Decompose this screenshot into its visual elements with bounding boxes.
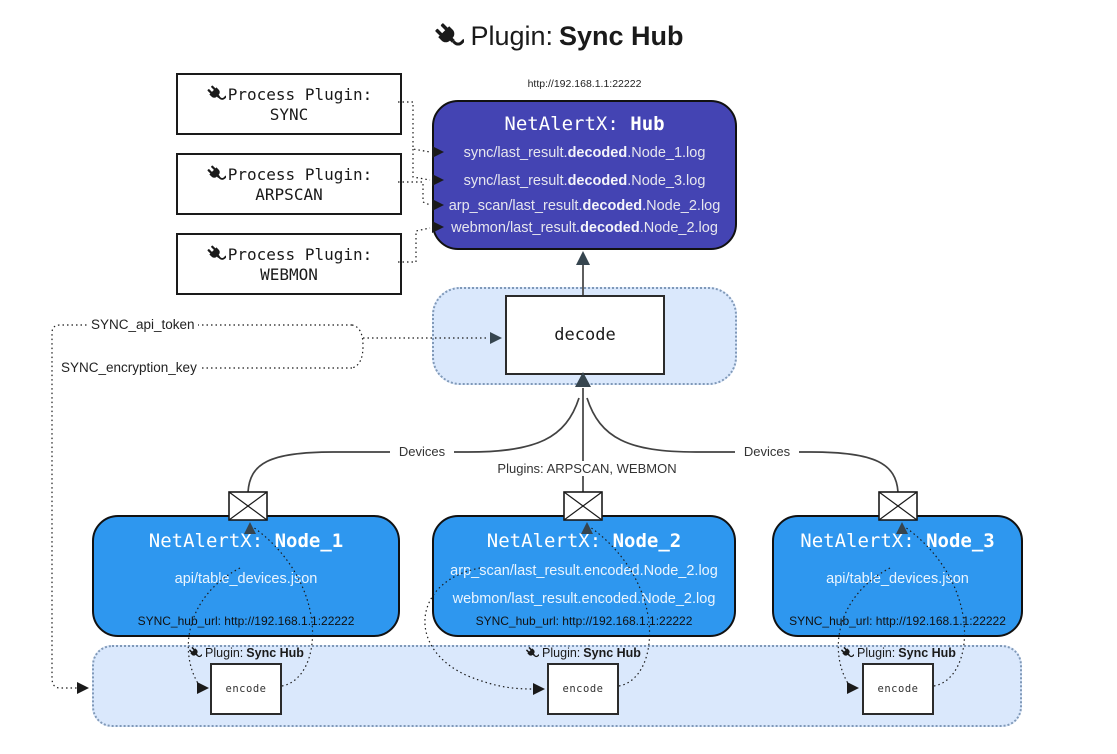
hub-url: http://192.168.1.1:22222 — [527, 78, 642, 90]
hub-log-line: sync/last_result.decoded.Node_3.log — [463, 173, 706, 189]
edge-config-bracket — [351, 324, 364, 369]
plug-icon — [189, 647, 203, 658]
edge-sync-plugin-to-hub-2 — [412, 149, 431, 181]
edge-webmon-plugin-to-hub — [398, 227, 431, 263]
edge-label-plugins: Plugins: ARPSCAN, WEBMON — [494, 461, 680, 476]
process-plugin-name: ARPSCAN — [255, 185, 323, 204]
node-title: NetAlertX: Node_3 — [800, 530, 995, 552]
process-plugin-label-row: Process Plugin: — [206, 84, 373, 104]
hub-log-line: webmon/last_result.decoded.Node_2.log — [451, 220, 718, 236]
plug-icon — [207, 85, 226, 100]
node-box-2: NetAlertX: Node_2 arp_scan/last_result.e… — [432, 515, 736, 637]
plug-icon — [207, 245, 226, 260]
node-box-3: NetAlertX: Node_3 api/table_devices.json… — [772, 515, 1023, 637]
decode-box: decode — [505, 295, 665, 375]
hub-box: NetAlertX: Hub sync/last_result.decoded.… — [432, 100, 737, 250]
node-file-line: api/table_devices.json — [174, 571, 318, 587]
encode-plugin-label-1: Plugin: Sync Hub — [161, 646, 331, 660]
config-label-encryption-key: SYNC_encryption_key — [58, 360, 200, 375]
node-hub-url: SYNC_hub_url: http://192.168.1.1:22222 — [475, 614, 693, 628]
process-plugin-name: WEBMON — [260, 265, 318, 284]
edge-label-devices-right: Devices — [735, 444, 799, 459]
process-plugin-label-row: Process Plugin: — [206, 244, 373, 264]
encode-box-3: encode — [862, 663, 934, 715]
title-prefix: Plugin: — [470, 20, 554, 51]
plug-icon — [841, 647, 855, 658]
hub-title: NetAlertX: Hub — [504, 113, 665, 135]
process-plugin-name: SYNC — [269, 105, 309, 124]
encode-plugin-label-3: Plugin: Sync Hub — [813, 646, 983, 660]
encode-box-2: encode — [547, 663, 619, 715]
hub-log-line: arp_scan/last_result.decoded.Node_2.log — [448, 198, 721, 214]
process-plugin-box-arpscan: Process Plugin: ARPSCAN — [176, 153, 402, 215]
plug-icon — [526, 647, 540, 658]
plug-icon — [207, 165, 226, 180]
process-plugin-box-webmon: Process Plugin: WEBMON — [176, 233, 402, 295]
title-bold: Sync Hub — [559, 20, 684, 51]
process-plugin-box-sync: Process Plugin: SYNC — [176, 73, 402, 135]
process-plugin-label: Process Plugin: — [227, 84, 373, 104]
config-label-api-token: SYNC_api_token — [88, 317, 198, 332]
edge-arpscan-plugin-to-hub — [398, 181, 431, 206]
node-file-line: webmon/last_result.encoded.Node_2.log — [452, 591, 716, 607]
process-plugin-label-row: Process Plugin: — [206, 164, 373, 184]
node-title: NetAlertX: Node_2 — [486, 530, 682, 552]
page-title: Plugin: Sync Hub — [0, 14, 1117, 58]
plug-icon — [435, 22, 465, 45]
process-plugin-label: Process Plugin: — [227, 244, 373, 264]
encode-box-1: encode — [210, 663, 282, 715]
node-hub-url: SYNC_hub_url: http://192.168.1.1:22222 — [137, 614, 355, 628]
node-file-line: api/table_devices.json — [826, 571, 969, 587]
arrow-up-icon — [576, 251, 590, 265]
edge-label-devices-left: Devices — [390, 444, 454, 459]
encode-plugin-label-2: Plugin: Sync Hub — [498, 646, 668, 660]
hub-log-line: sync/last_result.decoded.Node_1.log — [463, 145, 706, 161]
node-file-line: arp_scan/last_result.encoded.Node_2.log — [450, 563, 718, 579]
node-title: NetAlertX: Node_1 — [148, 530, 344, 552]
process-plugin-label: Process Plugin: — [227, 164, 373, 184]
arrow-right-icon — [77, 682, 89, 694]
edge-sync-plugin-to-hub — [398, 101, 431, 153]
node-box-1: NetAlertX: Node_1 api/table_devices.json… — [92, 515, 400, 637]
node-hub-url: SYNC_hub_url: http://192.168.1.1:22222 — [789, 614, 1006, 628]
